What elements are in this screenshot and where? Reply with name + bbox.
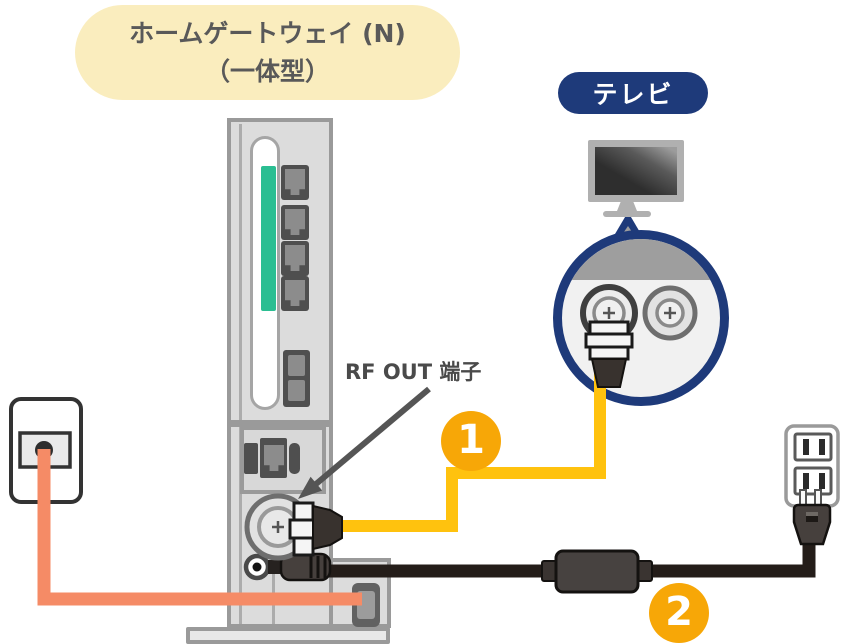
gateway-seam	[239, 124, 242, 624]
phone-port-block	[283, 350, 310, 407]
ac-adapter-icon	[541, 549, 653, 594]
tv-coax-plug-icon	[584, 320, 634, 388]
rf-label-arrow-icon	[298, 386, 431, 499]
rj45-jack-icon	[285, 280, 305, 306]
power-plug-icon	[792, 489, 832, 546]
power-cable	[326, 541, 816, 578]
tv-stand-neck	[617, 202, 637, 211]
uni-port	[260, 438, 287, 478]
lan-port-2	[281, 205, 309, 240]
rj45-jack-icon	[285, 169, 305, 195]
panel-divider	[227, 420, 333, 427]
step-1-badge: 1	[441, 411, 501, 471]
rf-out-label: RF OUT 端子	[345, 360, 482, 384]
power-outlet-icon	[784, 424, 840, 508]
tv-screen	[595, 147, 677, 195]
gateway-stand	[186, 627, 390, 644]
dc-plug-icon	[243, 552, 332, 582]
gateway-label-line1: ホームゲートウェイ (N)	[129, 19, 406, 48]
phone-jack-icon	[288, 355, 305, 376]
lan-port-1	[281, 165, 309, 200]
lan-port-4	[281, 276, 309, 311]
port-cover-round	[289, 443, 300, 474]
step-2-badge: 2	[649, 583, 709, 643]
tv-icon	[588, 140, 684, 202]
gateway-label-line2: （一体型）	[204, 56, 330, 86]
tv-label-text: テレビ	[592, 80, 674, 109]
rj45-jack-icon	[264, 445, 284, 471]
phone-cable	[37, 449, 362, 606]
tv-label: テレビ	[558, 72, 708, 114]
tv-stand-base	[603, 211, 651, 217]
tv-back-panel-band	[562, 239, 720, 280]
port-cover	[244, 443, 258, 474]
led-indicator	[261, 166, 276, 311]
rj45-jack-icon	[285, 209, 305, 235]
lan-port-3	[281, 241, 309, 276]
gateway-callout-label: ホームゲートウェイ (N) （一体型）	[75, 5, 460, 100]
rj45-jack-icon	[285, 245, 305, 271]
coax-cable	[340, 352, 606, 532]
phone-jack-icon	[288, 380, 305, 401]
gateway-coax-plug-icon	[288, 501, 343, 557]
